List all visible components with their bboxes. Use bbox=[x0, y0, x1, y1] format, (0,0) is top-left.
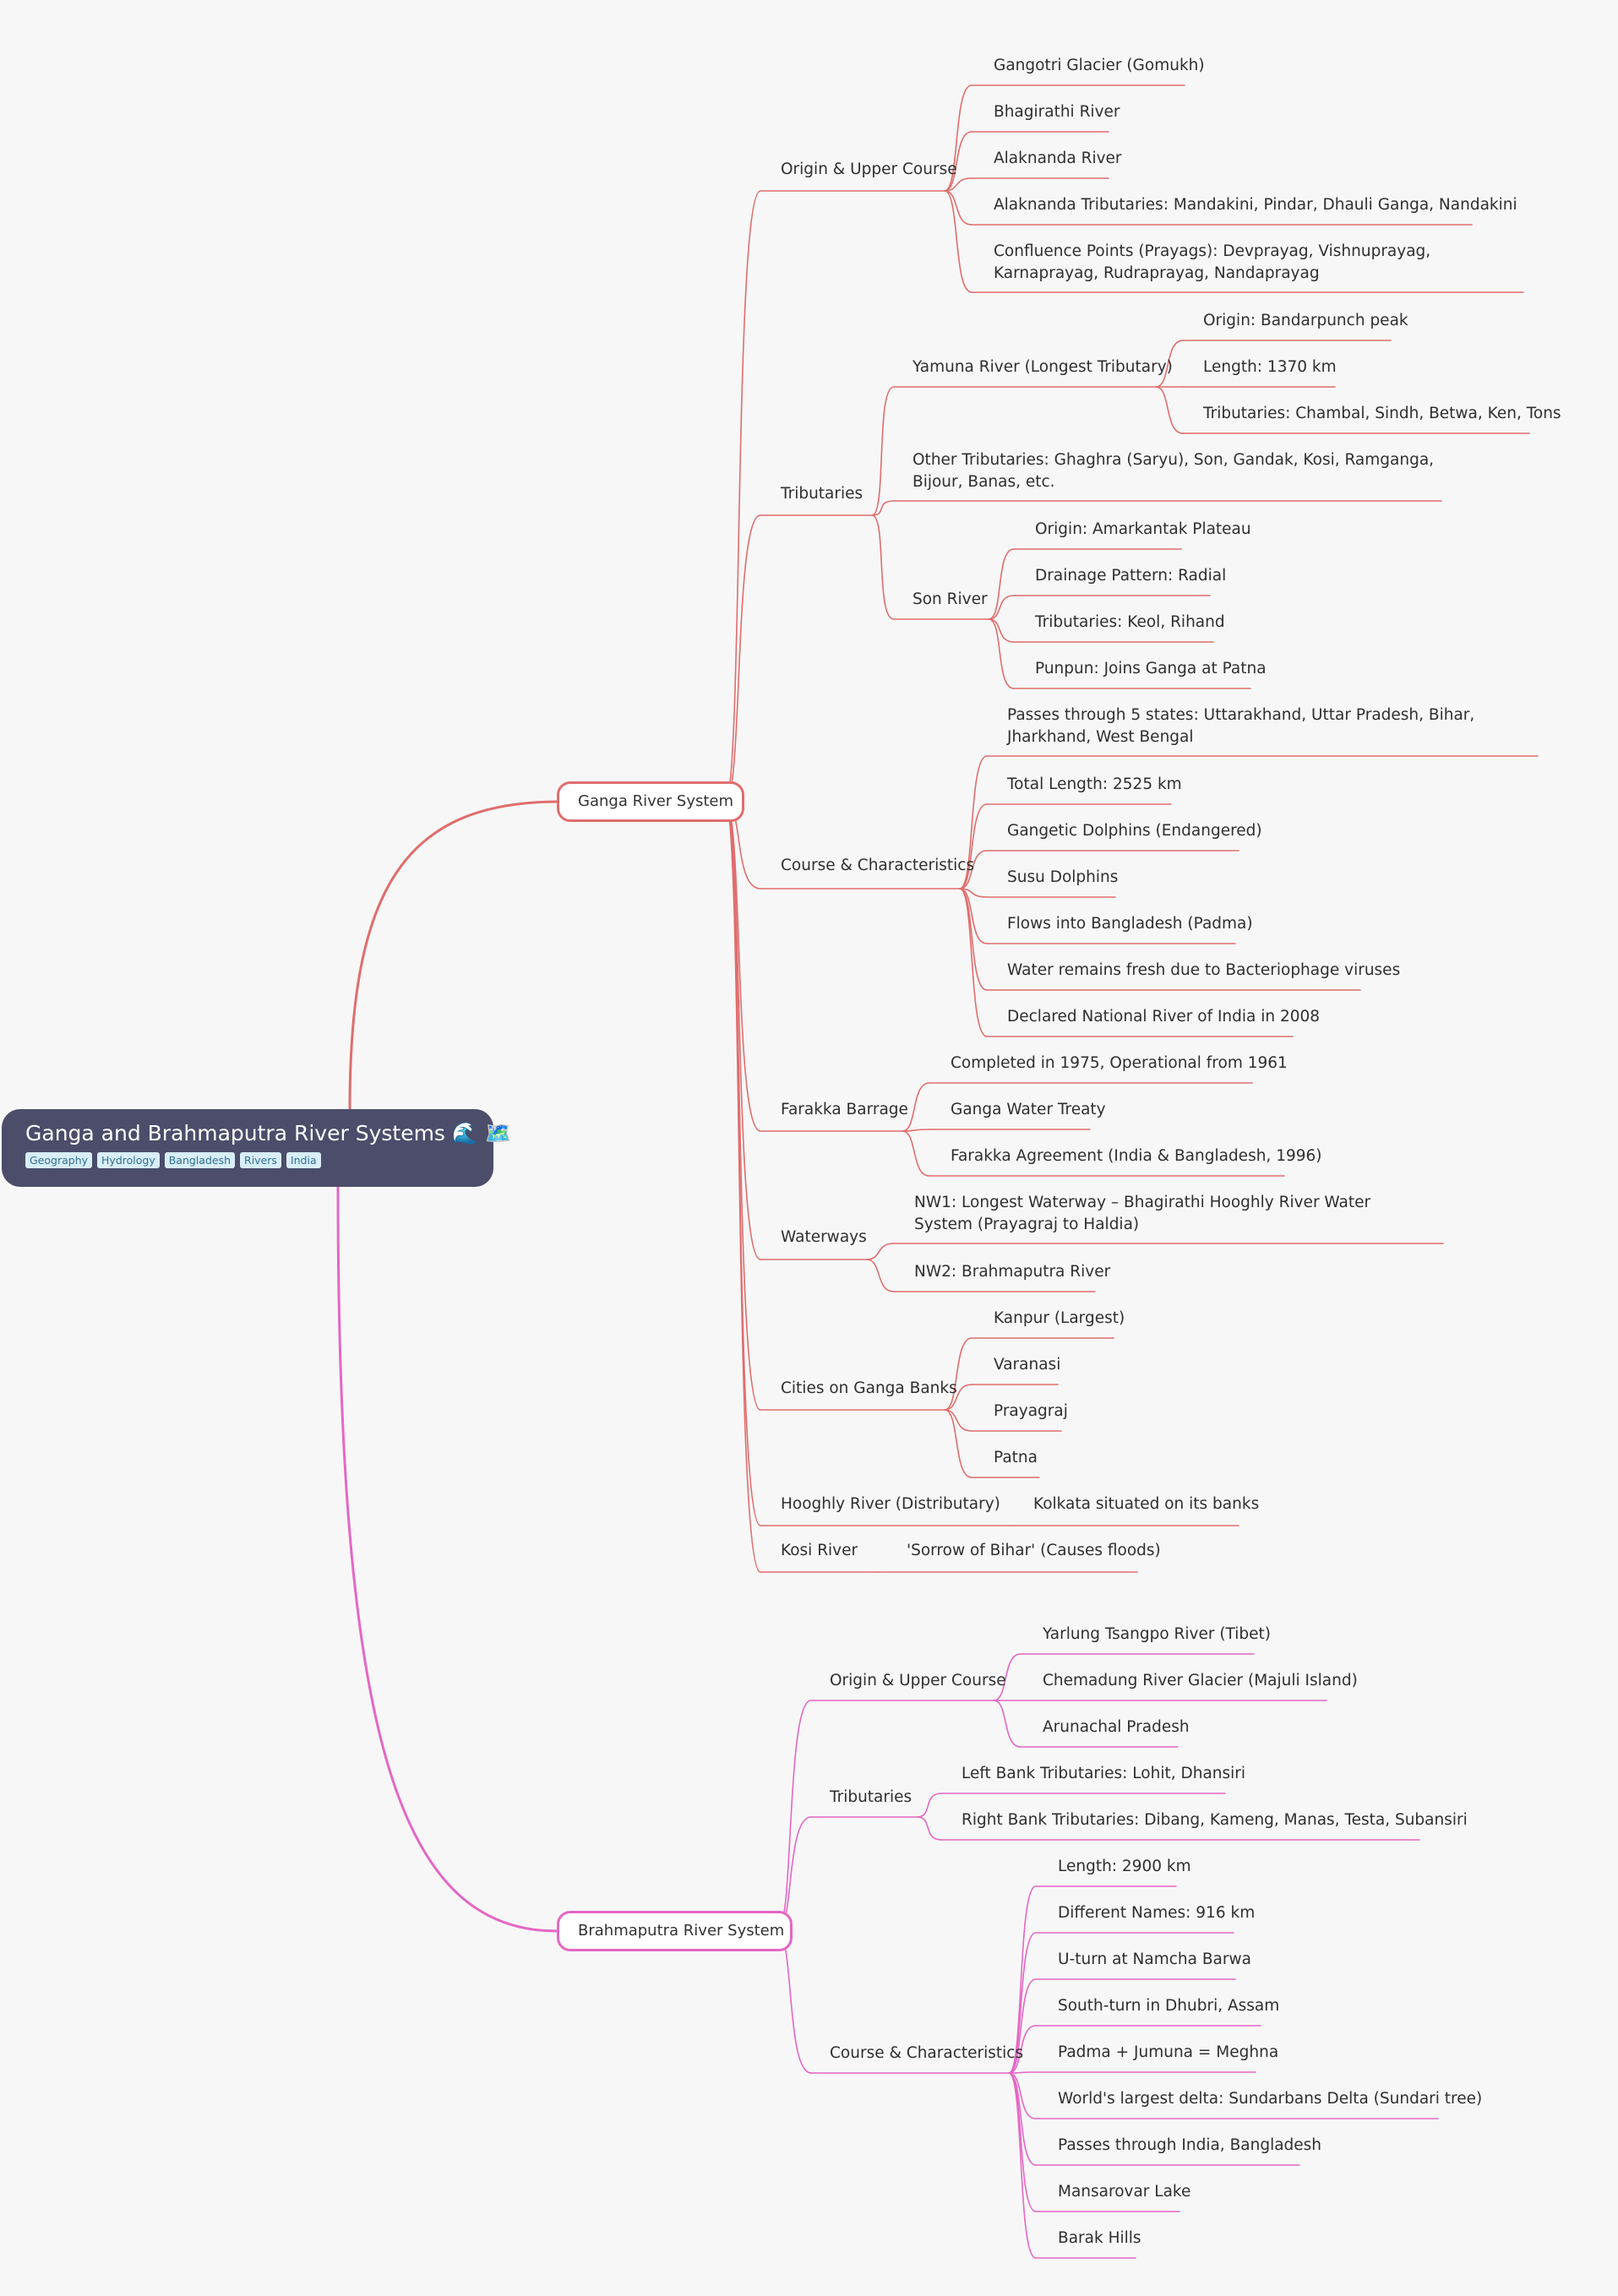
brahmaputra-course-item[interactable]: Different Names: 916 km bbox=[1058, 1904, 1256, 1922]
yamuna-item[interactable]: Length: 1370 km bbox=[1203, 358, 1337, 376]
ganga-origin-item[interactable]: Alaknanda Tributaries: Mandakini, Pindar… bbox=[994, 196, 1517, 214]
tag-hydrology[interactable]: Hydrology bbox=[97, 1152, 160, 1168]
son-river-node[interactable]: Son River bbox=[913, 590, 988, 608]
city-item[interactable]: Varanasi bbox=[994, 1356, 1061, 1374]
tag-bangladesh[interactable]: Bangladesh bbox=[164, 1152, 236, 1168]
brahmaputra-origin-item[interactable]: Yarlung Tsangpo River (Tibet) bbox=[1043, 1625, 1272, 1643]
brahmaputra-course-item[interactable]: Padma + Jumuna = Meghna bbox=[1058, 2043, 1279, 2061]
brahmaputra-tributaries-node[interactable]: Tributaries bbox=[830, 1788, 913, 1806]
brahmaputra-origin-item[interactable]: Chemadung River Glacier (Majuli Island) bbox=[1043, 1672, 1358, 1689]
farakka-item[interactable]: Ganga Water Treaty bbox=[951, 1101, 1106, 1118]
son-item[interactable]: Tributaries: Keol, Rihand bbox=[1035, 613, 1225, 631]
cities-node[interactable]: Cities on Ganga Banks bbox=[781, 1379, 957, 1397]
hooghly-node[interactable]: Hooghly River (Distributary) bbox=[781, 1495, 1000, 1513]
yamuna-item[interactable]: Tributaries: Chambal, Sindh, Betwa, Ken,… bbox=[1203, 405, 1561, 422]
brahmaputra-course-item[interactable]: Passes through India, Bangladesh bbox=[1058, 2136, 1322, 2154]
brahmaputra-course-item[interactable]: U-turn at Namcha Barwa bbox=[1058, 1951, 1251, 1968]
brahmaputra-course-item[interactable]: Barak Hills bbox=[1058, 2229, 1141, 2247]
tag-geography[interactable]: Geography bbox=[25, 1152, 93, 1168]
yamuna-item[interactable]: Origin: Bandarpunch peak bbox=[1203, 312, 1408, 329]
waterways-item[interactable]: NW2: Brahmaputra River bbox=[914, 1263, 1111, 1281]
kosi-node[interactable]: Kosi River bbox=[781, 1542, 858, 1559]
ganga-course-node[interactable]: Course & Characteristics bbox=[781, 857, 975, 874]
root-node[interactable]: Ganga and Brahmaputra River Systems 🌊 🗺️… bbox=[2, 1109, 512, 1187]
brahmaputra-course-node[interactable]: Course & Characteristics bbox=[830, 2044, 1024, 2062]
ganga-course-item[interactable]: Susu Dolphins bbox=[1007, 868, 1119, 886]
ganga-course-item[interactable]: Passes through 5 states: Uttarakhand, Ut… bbox=[1007, 706, 1475, 746]
ganga-origin-item[interactable]: Confluence Points (Prayags): Devprayag, … bbox=[994, 242, 1431, 282]
hooghly-item[interactable]: Kolkata situated on its banks bbox=[1033, 1495, 1260, 1513]
city-item[interactable]: Kanpur (Largest) bbox=[994, 1309, 1125, 1327]
brahmaputra-origin-item[interactable]: Arunachal Pradesh bbox=[1043, 1718, 1190, 1736]
son-item[interactable]: Origin: Amarkantak Plateau bbox=[1035, 520, 1251, 538]
brahmaputra-origin-node[interactable]: Origin & Upper Course bbox=[830, 1672, 1006, 1689]
tag-rivers[interactable]: Rivers bbox=[240, 1152, 281, 1168]
city-item[interactable]: Patna bbox=[994, 1449, 1038, 1466]
ganga-tributaries-node[interactable]: Tributaries bbox=[781, 485, 863, 503]
yamuna-node[interactable]: Yamuna River (Longest Tributary) bbox=[913, 358, 1173, 376]
farakka-node[interactable]: Farakka Barrage bbox=[781, 1101, 908, 1118]
waterways-node[interactable]: Waterways bbox=[781, 1228, 867, 1246]
ganga-origin-item[interactable]: Alaknanda River bbox=[994, 150, 1122, 167]
ganga-course-item[interactable]: Water remains fresh due to Bacteriophage… bbox=[1007, 961, 1401, 979]
brahmaputra-tributary-item[interactable]: Left Bank Tributaries: Lohit, Dhansiri bbox=[962, 1765, 1246, 1782]
tag-india[interactable]: India bbox=[286, 1152, 321, 1168]
root-title: Ganga and Brahmaputra River Systems 🌊 🗺️ bbox=[25, 1121, 512, 1145]
ganga-course-item[interactable]: Total Length: 2525 km bbox=[1007, 775, 1182, 793]
ganga-origin-item[interactable]: Gangotri Glacier (Gomukh) bbox=[994, 57, 1205, 74]
ganga-course-item[interactable]: Declared National River of India in 2008 bbox=[1007, 1008, 1321, 1026]
ganga-origin-node[interactable]: Origin & Upper Course bbox=[781, 161, 957, 178]
city-item[interactable]: Prayagraj bbox=[994, 1402, 1068, 1420]
ganga-course-item[interactable]: Flows into Bangladesh (Padma) bbox=[1007, 915, 1253, 933]
waterways-item[interactable]: NW1: Longest Waterway – Bhagirathi Hoogh… bbox=[914, 1194, 1371, 1233]
tag-list: Geography Hydrology Bangladesh Rivers In… bbox=[25, 1152, 493, 1168]
other-tributaries-node[interactable]: Other Tributaries: Ghaghra (Saryu), Son,… bbox=[913, 451, 1435, 491]
brahmaputra-tributary-item[interactable]: Right Bank Tributaries: Dibang, Kameng, … bbox=[962, 1811, 1468, 1829]
ganga-origin-item[interactable]: Bhagirathi River bbox=[994, 103, 1120, 121]
brahmaputra-course-item[interactable]: World's largest delta: Sundarbans Delta … bbox=[1058, 2090, 1483, 2108]
brahmaputra-course-item[interactable]: South-turn in Dhubri, Assam bbox=[1058, 1997, 1280, 2015]
brahmaputra-course-item[interactable]: Mansarovar Lake bbox=[1058, 2183, 1191, 2201]
son-item[interactable]: Punpun: Joins Ganga at Patna bbox=[1035, 660, 1267, 677]
ganga-river-system-node[interactable]: Ganga River System bbox=[557, 781, 744, 822]
kosi-item[interactable]: 'Sorrow of Bihar' (Causes floods) bbox=[907, 1542, 1161, 1559]
son-item[interactable]: Drainage Pattern: Radial bbox=[1035, 567, 1227, 585]
ganga-course-item[interactable]: Gangetic Dolphins (Endangered) bbox=[1007, 822, 1262, 840]
farakka-item[interactable]: Farakka Agreement (India & Bangladesh, 1… bbox=[951, 1147, 1322, 1165]
brahmaputra-river-system-node[interactable]: Brahmaputra River System bbox=[557, 1911, 793, 1951]
brahmaputra-course-item[interactable]: Length: 2900 km bbox=[1058, 1858, 1191, 1875]
farakka-item[interactable]: Completed in 1975, Operational from 1961 bbox=[951, 1054, 1288, 1072]
